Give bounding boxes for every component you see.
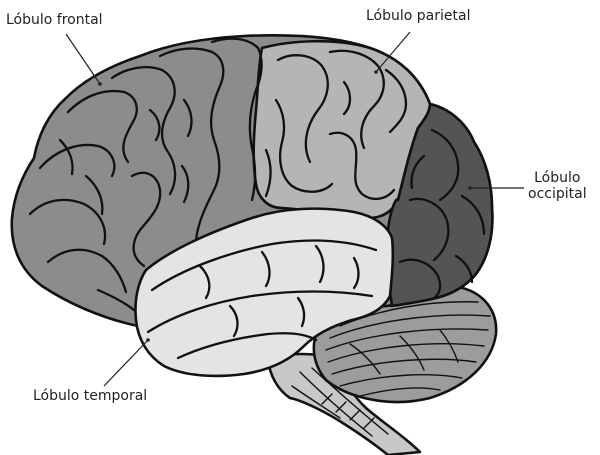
temporal-folds (146, 239, 378, 360)
leader-parietal-dot (374, 70, 378, 74)
occipital-folds (398, 128, 486, 300)
label-temporal-lobe: Lóbulo temporal (33, 388, 148, 404)
leader-parietal (375, 31, 411, 73)
label-frontal-lobe: Lóbulo frontal (6, 12, 103, 28)
frontal-folds (28, 37, 263, 312)
label-occipital-line1: Lóbulo (534, 170, 581, 186)
leader-frontal-dot (98, 82, 102, 86)
label-parietal-lobe: Lóbulo parietal (366, 8, 471, 24)
occipital-lobe (385, 102, 494, 308)
parietal-folds (264, 49, 408, 201)
label-occipital-lobe: Lóbulo occipital (528, 170, 587, 202)
label-occipital-line2: occipital (528, 186, 587, 202)
leader-temporal (103, 339, 149, 387)
leader-frontal (65, 33, 101, 85)
leader-occipital-dot (468, 186, 472, 190)
temporal-lobe (134, 207, 395, 378)
leader-temporal-dot (146, 338, 150, 342)
